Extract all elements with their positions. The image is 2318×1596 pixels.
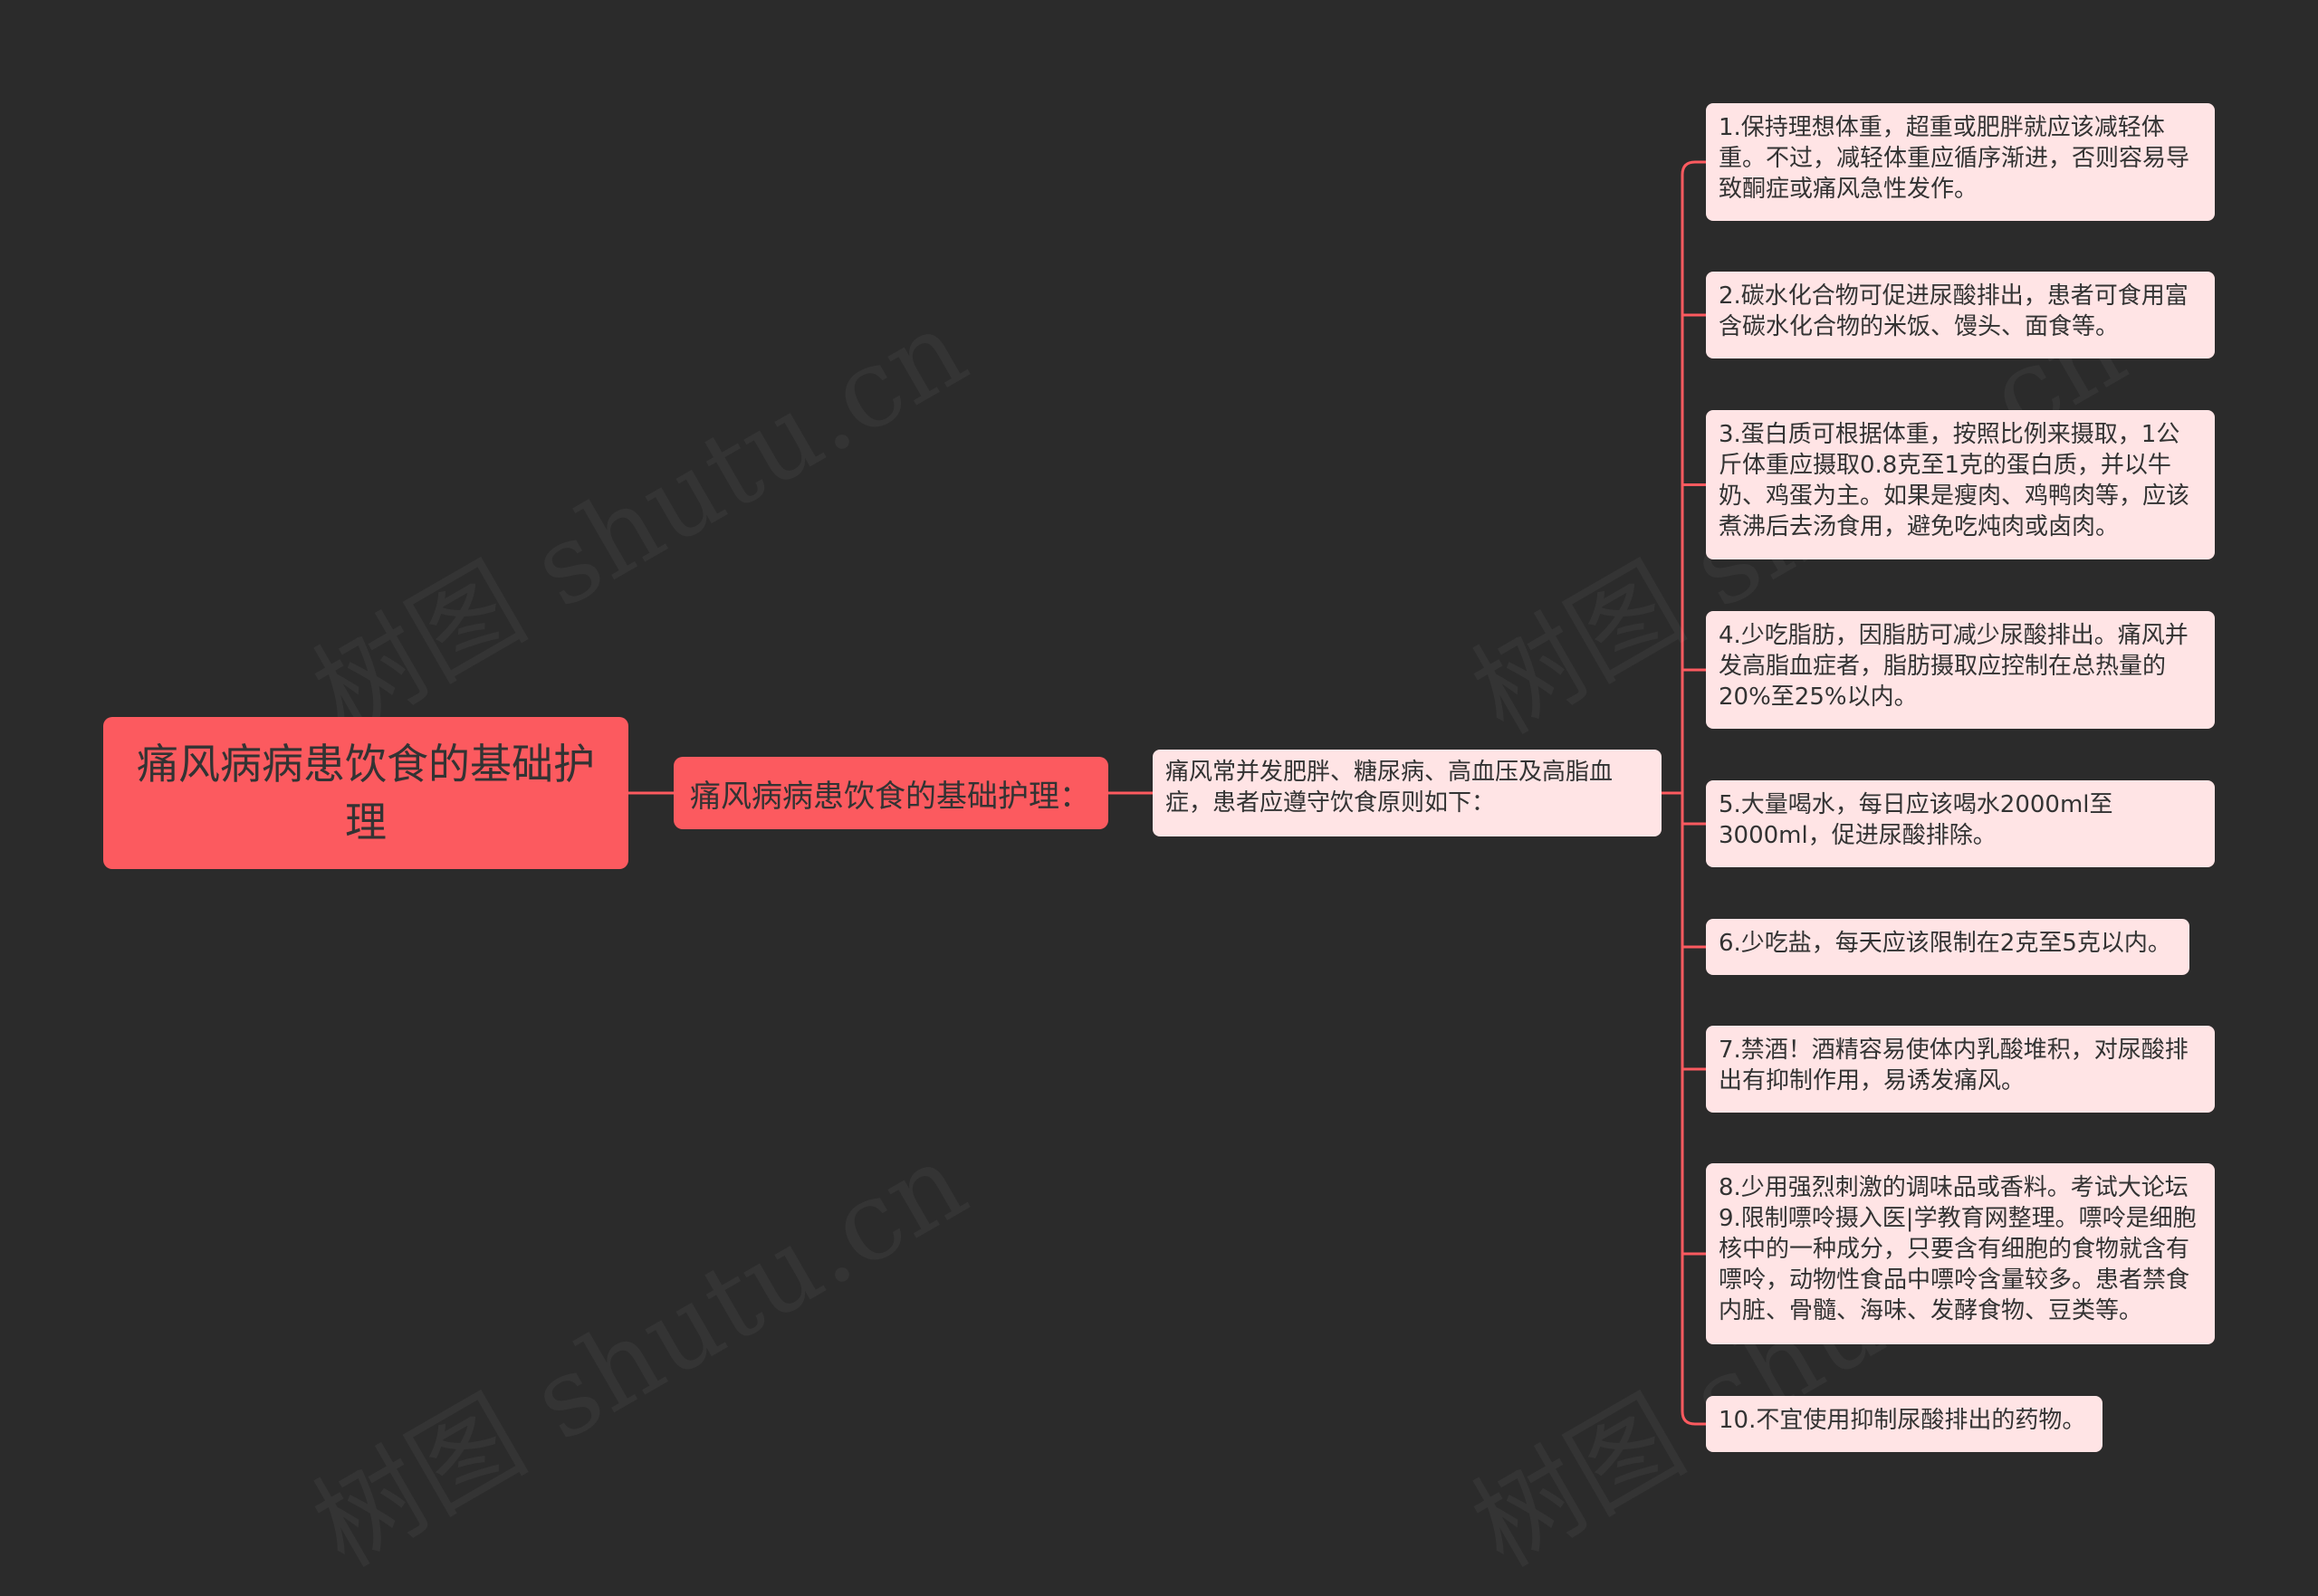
leaf-node-label: 8.少用强烈刺激的调味品或香料。考试大论坛9.限制嘌呤摄入医|学教育网整理。嘌呤… [1719, 1174, 2197, 1324]
leaf-node-label: 3.蛋白质可根据体重，按照比例来摄取，1公斤体重应摄取0.8克至1克的蛋白质，并… [1719, 421, 2190, 540]
connector-lines [628, 160, 1706, 1426]
leaf-node-1[interactable]: 1.保持理想体重，超重或肥胖就应该减轻体重。不过，减轻体重应循序渐进，否则容易导… [1706, 103, 2215, 221]
branch-node-label: 痛风病病患饮食的基础护理： [690, 778, 1090, 815]
leaf-node-label: 2.碳水化合物可促进尿酸排出，患者可食用富含碳水化合物的米饭、馒头、面食等。 [1719, 282, 2189, 340]
leaf-connector-9 [1681, 1410, 1706, 1426]
leaf-node-4[interactable]: 4.少吃脂肪，因脂肪可减少尿酸排出。痛风并发高脂血症者，脂肪摄取应控制在总热量的… [1706, 611, 2215, 729]
root-node-label: 痛风病病患饮食的基础护理 [137, 739, 595, 846]
leaf-node-label: 1.保持理想体重，超重或肥胖就应该减轻体重。不过，减轻体重应循序渐进，否则容易导… [1719, 114, 2190, 203]
hub-node-label: 痛风常并发肥胖、糖尿病、高血压及高脂血症，患者应遵守饮食原则如下： [1165, 759, 1614, 817]
leaf-node-3[interactable]: 3.蛋白质可根据体重，按照比例来摄取，1公斤体重应摄取0.8克至1克的蛋白质，并… [1706, 410, 2215, 559]
leaf-node-6[interactable]: 6.少吃盐，每天应该限制在2克至5克以内。 [1706, 919, 2189, 975]
leaf-node-label: 6.少吃盐，每天应该限制在2克至5克以内。 [1719, 930, 2171, 957]
leaf-node-8[interactable]: 8.少用强烈刺激的调味品或香料。考试大论坛9.限制嘌呤摄入医|学教育网整理。嘌呤… [1706, 1163, 2215, 1344]
leaf-node-7[interactable]: 7.禁酒！酒精容易使体内乳酸堆积，对尿酸排出有抑制作用，易诱发痛风。 [1706, 1026, 2215, 1113]
branch-node[interactable]: 痛风病病患饮食的基础护理： [674, 757, 1108, 829]
root-node[interactable]: 痛风病病患饮食的基础护理 [103, 717, 628, 869]
hub-node[interactable]: 痛风常并发肥胖、糖尿病、高血压及高脂血症，患者应遵守饮食原则如下： [1153, 750, 1662, 836]
leaf-node-2[interactable]: 2.碳水化合物可促进尿酸排出，患者可食用富含碳水化合物的米饭、馒头、面食等。 [1706, 272, 2215, 358]
leaf-node-5[interactable]: 5.大量喝水，每日应该喝水2000ml至3000ml，促进尿酸排除。 [1706, 780, 2215, 867]
leaf-connector-1 [1681, 160, 1706, 176]
leaf-node-label: 10.不宜使用抑制尿酸排出的药物。 [1719, 1407, 2086, 1434]
leaf-node-label: 5.大量喝水，每日应该喝水2000ml至3000ml，促进尿酸排除。 [1719, 791, 2113, 849]
leaf-node-label: 4.少吃脂肪，因脂肪可减少尿酸排出。痛风并发高脂血症者，脂肪摄取应控制在总热量的… [1719, 622, 2189, 711]
leaf-node-9[interactable]: 10.不宜使用抑制尿酸排出的药物。 [1706, 1396, 2102, 1452]
leaf-node-label: 7.禁酒！酒精容易使体内乳酸堆积，对尿酸排出有抑制作用，易诱发痛风。 [1719, 1037, 2189, 1094]
